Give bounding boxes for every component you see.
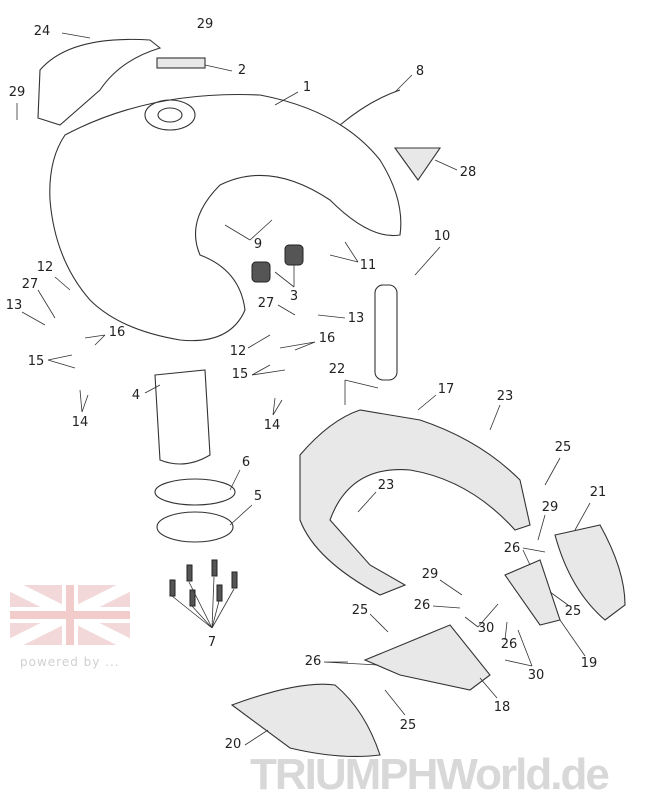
callout-label: 12 (229, 344, 247, 359)
callout-label: 25 (564, 604, 582, 619)
part-18-bracket (363, 624, 491, 691)
part-24-cover (37, 38, 162, 126)
callout-label: 19 (580, 656, 598, 671)
callout-label: 15 (231, 367, 249, 382)
callout-label: 22 (328, 362, 346, 377)
part-19-bracket (504, 559, 561, 626)
callout-label: 2 (237, 63, 247, 78)
callout-label: 17 (437, 382, 455, 397)
callout-label: 10 (433, 229, 451, 244)
callout-label: 25 (399, 718, 417, 733)
callout-label: 29 (196, 17, 214, 32)
callout-label: 27 (21, 277, 39, 292)
part-21-panel (554, 524, 626, 621)
callout-label: 30 (527, 668, 545, 683)
callout-label: 25 (554, 440, 572, 455)
callout-label: 29 (8, 85, 26, 100)
callout-label: 14 (71, 415, 89, 430)
callout-label: 25 (351, 603, 369, 618)
callout-label: 26 (304, 654, 322, 669)
callout-label: 21 (589, 485, 607, 500)
part-2-strip (156, 57, 206, 69)
callout-label: 5 (253, 489, 263, 504)
part-3-roller (251, 261, 271, 283)
callout-label: 26 (413, 598, 431, 613)
callout-label: 26 (503, 541, 521, 556)
part-3-roller (284, 244, 304, 266)
callout-label: 12 (36, 260, 54, 275)
callout-label: 13 (347, 311, 365, 326)
callout-label: 8 (415, 64, 425, 79)
callout-label: 3 (289, 289, 299, 304)
callout-label: 28 (459, 165, 477, 180)
part-1-fuel-tank (49, 94, 402, 342)
watermark-tagline: powered by ... (20, 655, 120, 669)
part-7-bolts (169, 559, 238, 607)
callout-label: 29 (421, 567, 439, 582)
part-8-tube (339, 89, 401, 126)
union-flag-watermark (7, 579, 133, 651)
callout-label: 26 (500, 637, 518, 652)
callout-label: 9 (253, 237, 263, 252)
part-20-undertray (230, 683, 381, 758)
callout-label: 30 (477, 621, 495, 636)
part-10-sensor (374, 284, 398, 381)
callout-label: 15 (27, 354, 45, 369)
callout-label: 6 (241, 455, 251, 470)
callout-label: 23 (496, 389, 514, 404)
callout-label: 18 (493, 700, 511, 715)
part-4-fuel-pump (154, 369, 211, 465)
callout-label: 27 (257, 296, 275, 311)
callout-label: 7 (207, 635, 217, 650)
callout-label: 20 (224, 737, 242, 752)
part-5-ring (156, 511, 234, 543)
callout-label: 14 (263, 418, 281, 433)
callout-label: 4 (131, 388, 141, 403)
callout-label: 16 (108, 325, 126, 340)
callout-label: 29 (541, 500, 559, 515)
callout-label: 24 (33, 24, 51, 39)
callout-label: 23 (377, 478, 395, 493)
watermark-brand: TRIUMPHWorld.de (250, 750, 610, 799)
part-28-badge (393, 147, 442, 181)
part-17-rear-cowl (299, 409, 531, 596)
leader-lines (16, 32, 591, 746)
callout-label: 16 (318, 331, 336, 346)
callout-label: 11 (359, 258, 377, 273)
callout-label: 13 (5, 298, 23, 313)
callout-label: 1 (302, 80, 312, 95)
part-6-seal (154, 478, 236, 506)
